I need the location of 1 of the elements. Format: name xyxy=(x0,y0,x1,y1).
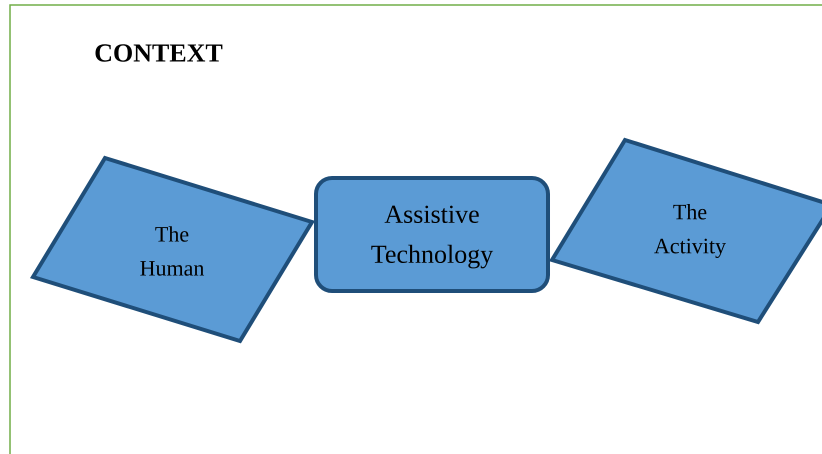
rounded-box: Assistive Technology xyxy=(314,176,550,293)
